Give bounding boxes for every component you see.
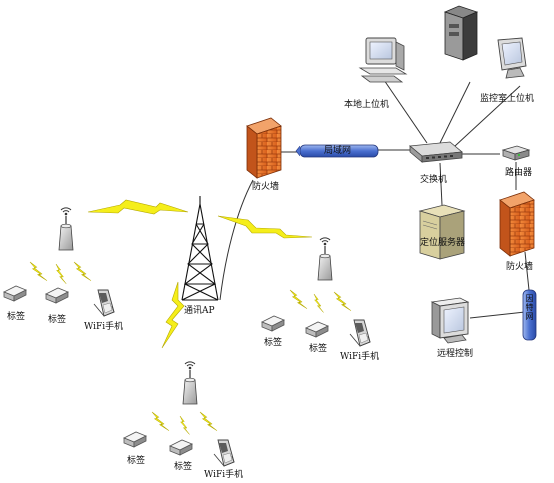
- firewall-left-label: 防火墙: [252, 182, 280, 192]
- tag-label: 标签: [309, 344, 328, 354]
- monitor-room-pc-label: 监控室上位机: [480, 94, 535, 104]
- wifi-phone-label: WiFi手机: [340, 352, 380, 362]
- network-links: [219, 79, 530, 319]
- tag-label: 标签: [48, 315, 67, 325]
- server-tower-icon: [443, 5, 479, 61]
- lan-bus: [295, 144, 379, 158]
- wifi-phone-icon: [349, 319, 371, 347]
- tag-label: 标签: [174, 462, 193, 472]
- monitor-icon: [430, 297, 470, 344]
- tag-device-icon: [169, 439, 193, 456]
- firewall-icon: [499, 191, 535, 257]
- internet-bus: [522, 289, 537, 341]
- server-tower-icon: [418, 204, 466, 260]
- monitor-icon: [497, 37, 527, 79]
- tag-device-icon: [305, 321, 329, 338]
- location-server-label: 定位服务器: [420, 238, 466, 248]
- computer-icon: [358, 37, 408, 83]
- access-point-icon: [317, 237, 333, 281]
- remote-control-label: 远程控制: [437, 349, 474, 359]
- firewall-right-label: 防火墙: [506, 262, 534, 272]
- tag-device-icon: [123, 431, 147, 448]
- comm-ap-label: 通讯AP: [184, 306, 215, 316]
- wifi-phone-icon: [213, 439, 235, 467]
- access-point-icon: [58, 207, 74, 251]
- lan-label: 局域网: [324, 146, 352, 156]
- access-point-icon: [182, 361, 198, 405]
- internet-label: 因特网: [525, 294, 534, 321]
- switch-icon: [409, 141, 463, 163]
- local-pc-label: 本地上位机: [344, 100, 390, 110]
- wifi-phone-icon: [93, 289, 115, 317]
- wifi-phone-label: WiFi手机: [84, 322, 124, 332]
- lightning-bolt-icon: [29, 261, 92, 285]
- switch-label: 交换机: [420, 175, 448, 185]
- antenna-tower-icon: [181, 196, 219, 301]
- lightning-bolt-icon: [87, 199, 313, 349]
- tag-device-icon: [261, 315, 285, 332]
- tag-label: 标签: [127, 456, 146, 466]
- tag-label: 标签: [7, 312, 26, 322]
- router-label: 路由器: [505, 168, 533, 178]
- wifi-phone-label: WiFi手机: [204, 470, 244, 480]
- tag-device-icon: [3, 285, 27, 302]
- firewall-icon: [246, 117, 282, 179]
- lightning-bolt-icon: [151, 411, 218, 435]
- router-icon: [501, 145, 531, 161]
- tag-device-icon: [45, 287, 69, 304]
- lightning-bolt-icon: [289, 289, 352, 313]
- tag-label: 标签: [264, 338, 283, 348]
